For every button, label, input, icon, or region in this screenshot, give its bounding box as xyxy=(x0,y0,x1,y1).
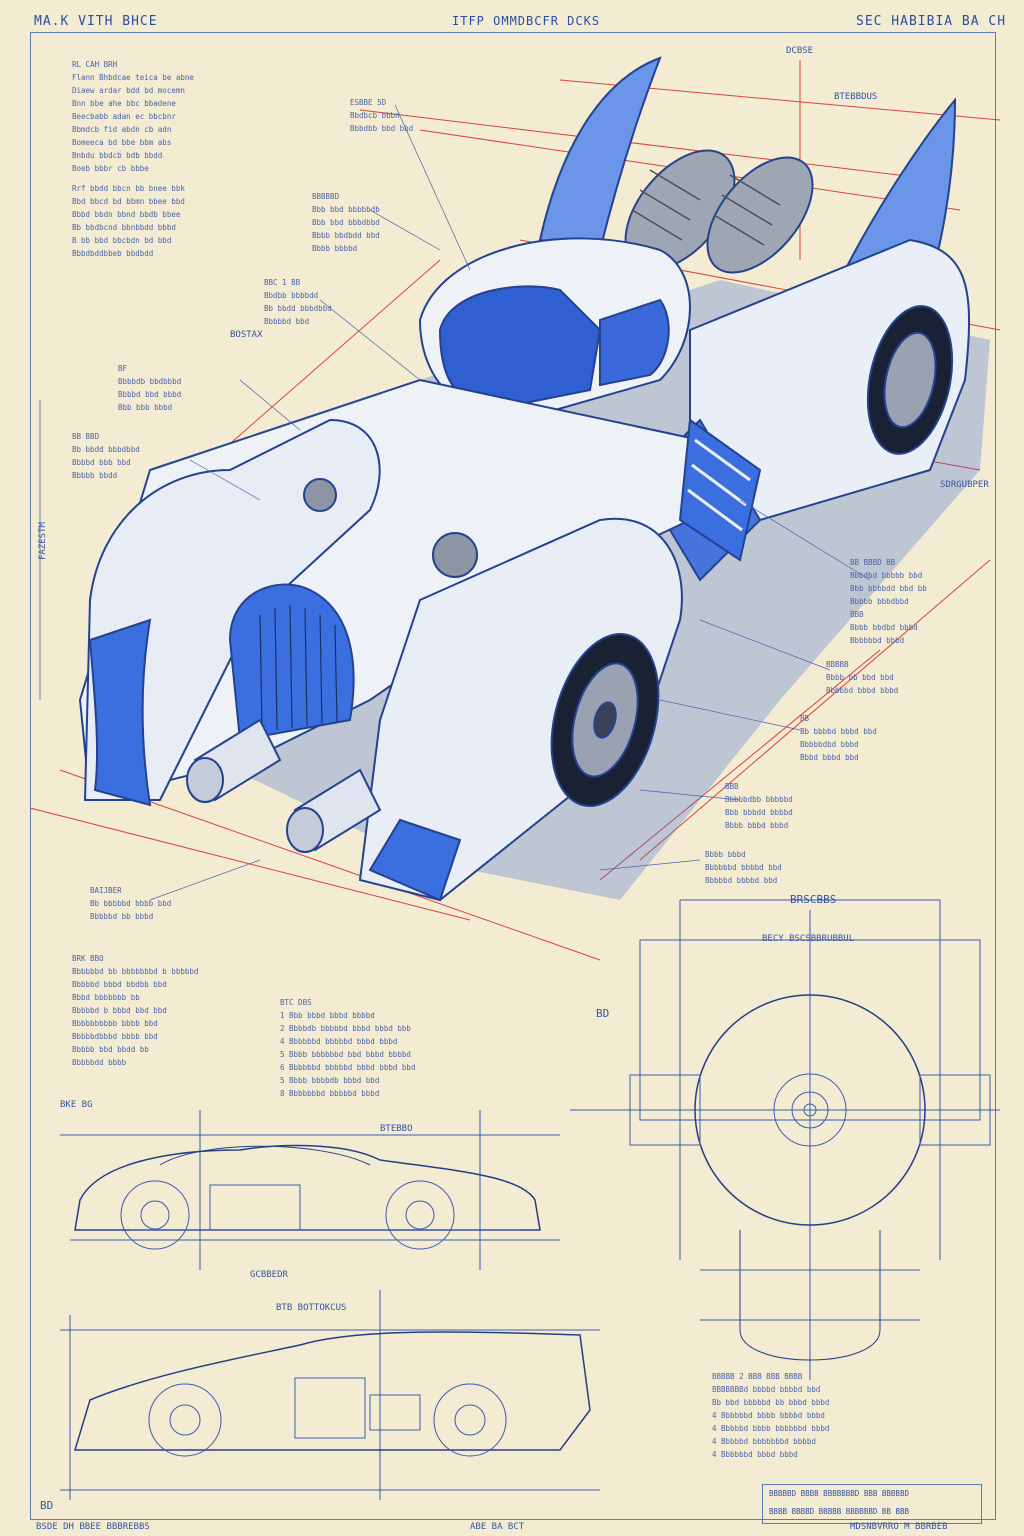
footer-right: MDSNBVRRO M BBRBEB xyxy=(850,1522,948,1532)
elevation-dim-1: BTEBBO xyxy=(380,1124,413,1134)
front-view-sub: BECY BSCSBBRUBBUL xyxy=(762,934,855,944)
notes-canopy: BBBBBD Bbb bbd bbbbbdb Bbb bbd bbbdbbd B… xyxy=(312,192,380,253)
notes-right-2: BBBBB Bbbb bb bbd bbd Bbbbbd bbbd bbbd xyxy=(826,660,899,695)
title-block-row-2: BBBB BBBBD BBBBB BBBBBBD BB BBB xyxy=(769,1507,909,1516)
left-vertical-label: FAZESTM xyxy=(38,522,48,560)
front-view-label: BRSCBBS xyxy=(790,893,837,906)
car-side-elevation xyxy=(60,1110,560,1270)
notes-block-top-left: RL CAH BRH Flann Bhbdcae teica be abne D… xyxy=(72,60,194,173)
corner-mark: BD xyxy=(40,1499,54,1512)
notes-right-4: BBB Bbbbbdbb bbbbbd Bbb bbbdd bbbbd Bbbb… xyxy=(725,782,793,830)
car-isometric-illustration xyxy=(78,56,970,902)
header-left: MA.K VITH BHCE xyxy=(34,14,158,29)
elevation-top-label: BKE BG xyxy=(60,1100,93,1110)
drawing-frame xyxy=(30,32,996,1520)
footer-center: ABE BA BCT xyxy=(470,1522,525,1532)
notes-hood: BBC 1 BB Bbdbb bbbbdd Bb bbdd bbbdbbd Bb… xyxy=(264,278,332,326)
notes-spec-left: BRK BBO Bbbbbbd bb bbbbbbbd b bbbbbd Bbb… xyxy=(72,954,199,1067)
notes-spec-mid: BTC DBS 1 Bbb bbbd bbbd bbbbd 2 Bbbbdb b… xyxy=(280,998,416,1098)
title-block-row-1: BBBBBD BBBB BBBBBBBD BBB BBBBBD xyxy=(769,1489,909,1498)
notes-spec-bottom-right: BBBBB 2 BBB BBB BBBB BBBBBBBd bbbbd bbbb… xyxy=(712,1372,830,1459)
notes-block-mid-left: Rrf bbdd bbcn bb bnee bbk Bbd bbcd bd bb… xyxy=(72,184,185,258)
right-side-label: SDRGUBPER xyxy=(940,480,989,490)
ax-box-label: BOSTAX xyxy=(230,330,263,340)
elevation-dim-2: GCBBEDR xyxy=(250,1270,288,1280)
car-side-elevation-2 xyxy=(60,1290,600,1500)
notes-right-3: BB Bb bbbbd bbbd bbd Bbbbbdbd bbbd Bbbd … xyxy=(800,714,877,762)
elevation-2-label: BTB BOTTOKCUS xyxy=(276,1303,347,1313)
dimension-bd: BD xyxy=(596,1007,610,1020)
top-right-tag: DCBSE xyxy=(786,46,814,56)
notes-front: BB BBD Bb bbdd bbbdbbd Bbbbd bbb bbd Bbb… xyxy=(72,432,140,480)
notes-engine: ESBBE 5D Bbdbcb bbbn Bbbdbb bbd bbd xyxy=(350,98,414,133)
notes-right-1: BB BBBD BB Bbbdbd bbbbb bbd Bbb bbbbdd b… xyxy=(850,558,927,645)
header-right: SEC HABIBIA BA CH xyxy=(856,14,1007,29)
top-right-mini: BTEBBDUS xyxy=(834,92,878,102)
car-front-elevation xyxy=(570,899,1000,1380)
footer-left: BSDE DH BBEE BBBREBBS xyxy=(36,1522,150,1532)
leader-lines xyxy=(149,104,871,901)
notes-right-5: Bbbb bbbd Bbbbbbd bbbbd bbd Bbbbbd bbbbd… xyxy=(705,850,782,885)
notes-left-axis: BAIJBER Bb bbbbbd bbbb bbd Bbbbbd bb bbb… xyxy=(90,886,172,921)
header-center: ITFP OMMDBCFR DCKS xyxy=(452,14,601,28)
notes-intake: BF Bbbbdb bbdbbbd Bbbbd bbd bbbd Bbb bbb… xyxy=(118,364,182,412)
title-block: BBBBBD BBBB BBBBBBBD BBB BBBBBD BBBB BBB… xyxy=(762,1484,982,1524)
